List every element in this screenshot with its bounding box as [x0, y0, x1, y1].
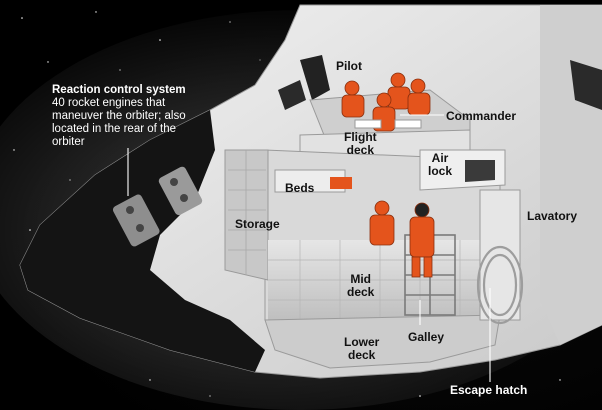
label-galley: Galley: [408, 330, 445, 344]
bed-bag: [330, 177, 352, 189]
label-lavatory: Lavatory: [527, 209, 578, 223]
leader-lines: [127, 114, 491, 382]
label-mid-deck-line-2: deck: [347, 285, 375, 299]
label-air-lock-line-1: Air: [431, 151, 449, 165]
escape-hatch-ring: [476, 245, 524, 325]
crew-seats: [354, 119, 422, 129]
label-flight-deck-line-2: deck: [346, 143, 374, 157]
label-air-lock: Air lock: [428, 152, 452, 178]
label-mid-deck-line-1: Mid: [350, 272, 372, 286]
cockpit-windows: [300, 55, 330, 100]
label-pilot: Pilot: [336, 59, 362, 73]
label-flight-deck: Flight deck: [344, 131, 377, 157]
label-lower-deck-line-2: deck: [347, 348, 376, 362]
rear-bulkhead: [540, 5, 602, 345]
rcs-description-line-2: maneuver the orbiter; also: [52, 110, 186, 122]
label-lower-deck: Lower deck: [344, 336, 379, 362]
label-beds: Beds: [285, 181, 315, 195]
storage-wall: [224, 149, 269, 281]
label-escape-hatch: Escape hatch: [450, 383, 528, 397]
label-lower-deck-line-1: Lower: [344, 335, 380, 349]
label-storage: Storage: [235, 217, 280, 231]
rear-window: [570, 60, 602, 110]
astronauts: [341, 72, 435, 278]
rcs-description-line-4: orbiter: [52, 136, 85, 148]
floor-grid: [268, 240, 500, 320]
label-flight-deck-line-1: Flight: [344, 130, 377, 144]
rcs-title: Reaction control system: [52, 84, 186, 96]
label-commander: Commander: [446, 109, 517, 123]
rcs-description-line-3: located in the rear of the: [52, 123, 177, 135]
label-air-lock-line-2: lock: [428, 164, 453, 178]
rcs-thrusters: [112, 166, 203, 247]
rcs-callout: Reaction control system 40 rocket engine…: [52, 84, 222, 149]
rcs-description-line-1: 40 rocket engines that: [52, 97, 166, 109]
side-window: [278, 80, 306, 110]
storage-lockers: [228, 150, 266, 275]
label-mid-deck: Mid deck: [347, 273, 374, 299]
air-lock-hatch: [465, 160, 495, 182]
